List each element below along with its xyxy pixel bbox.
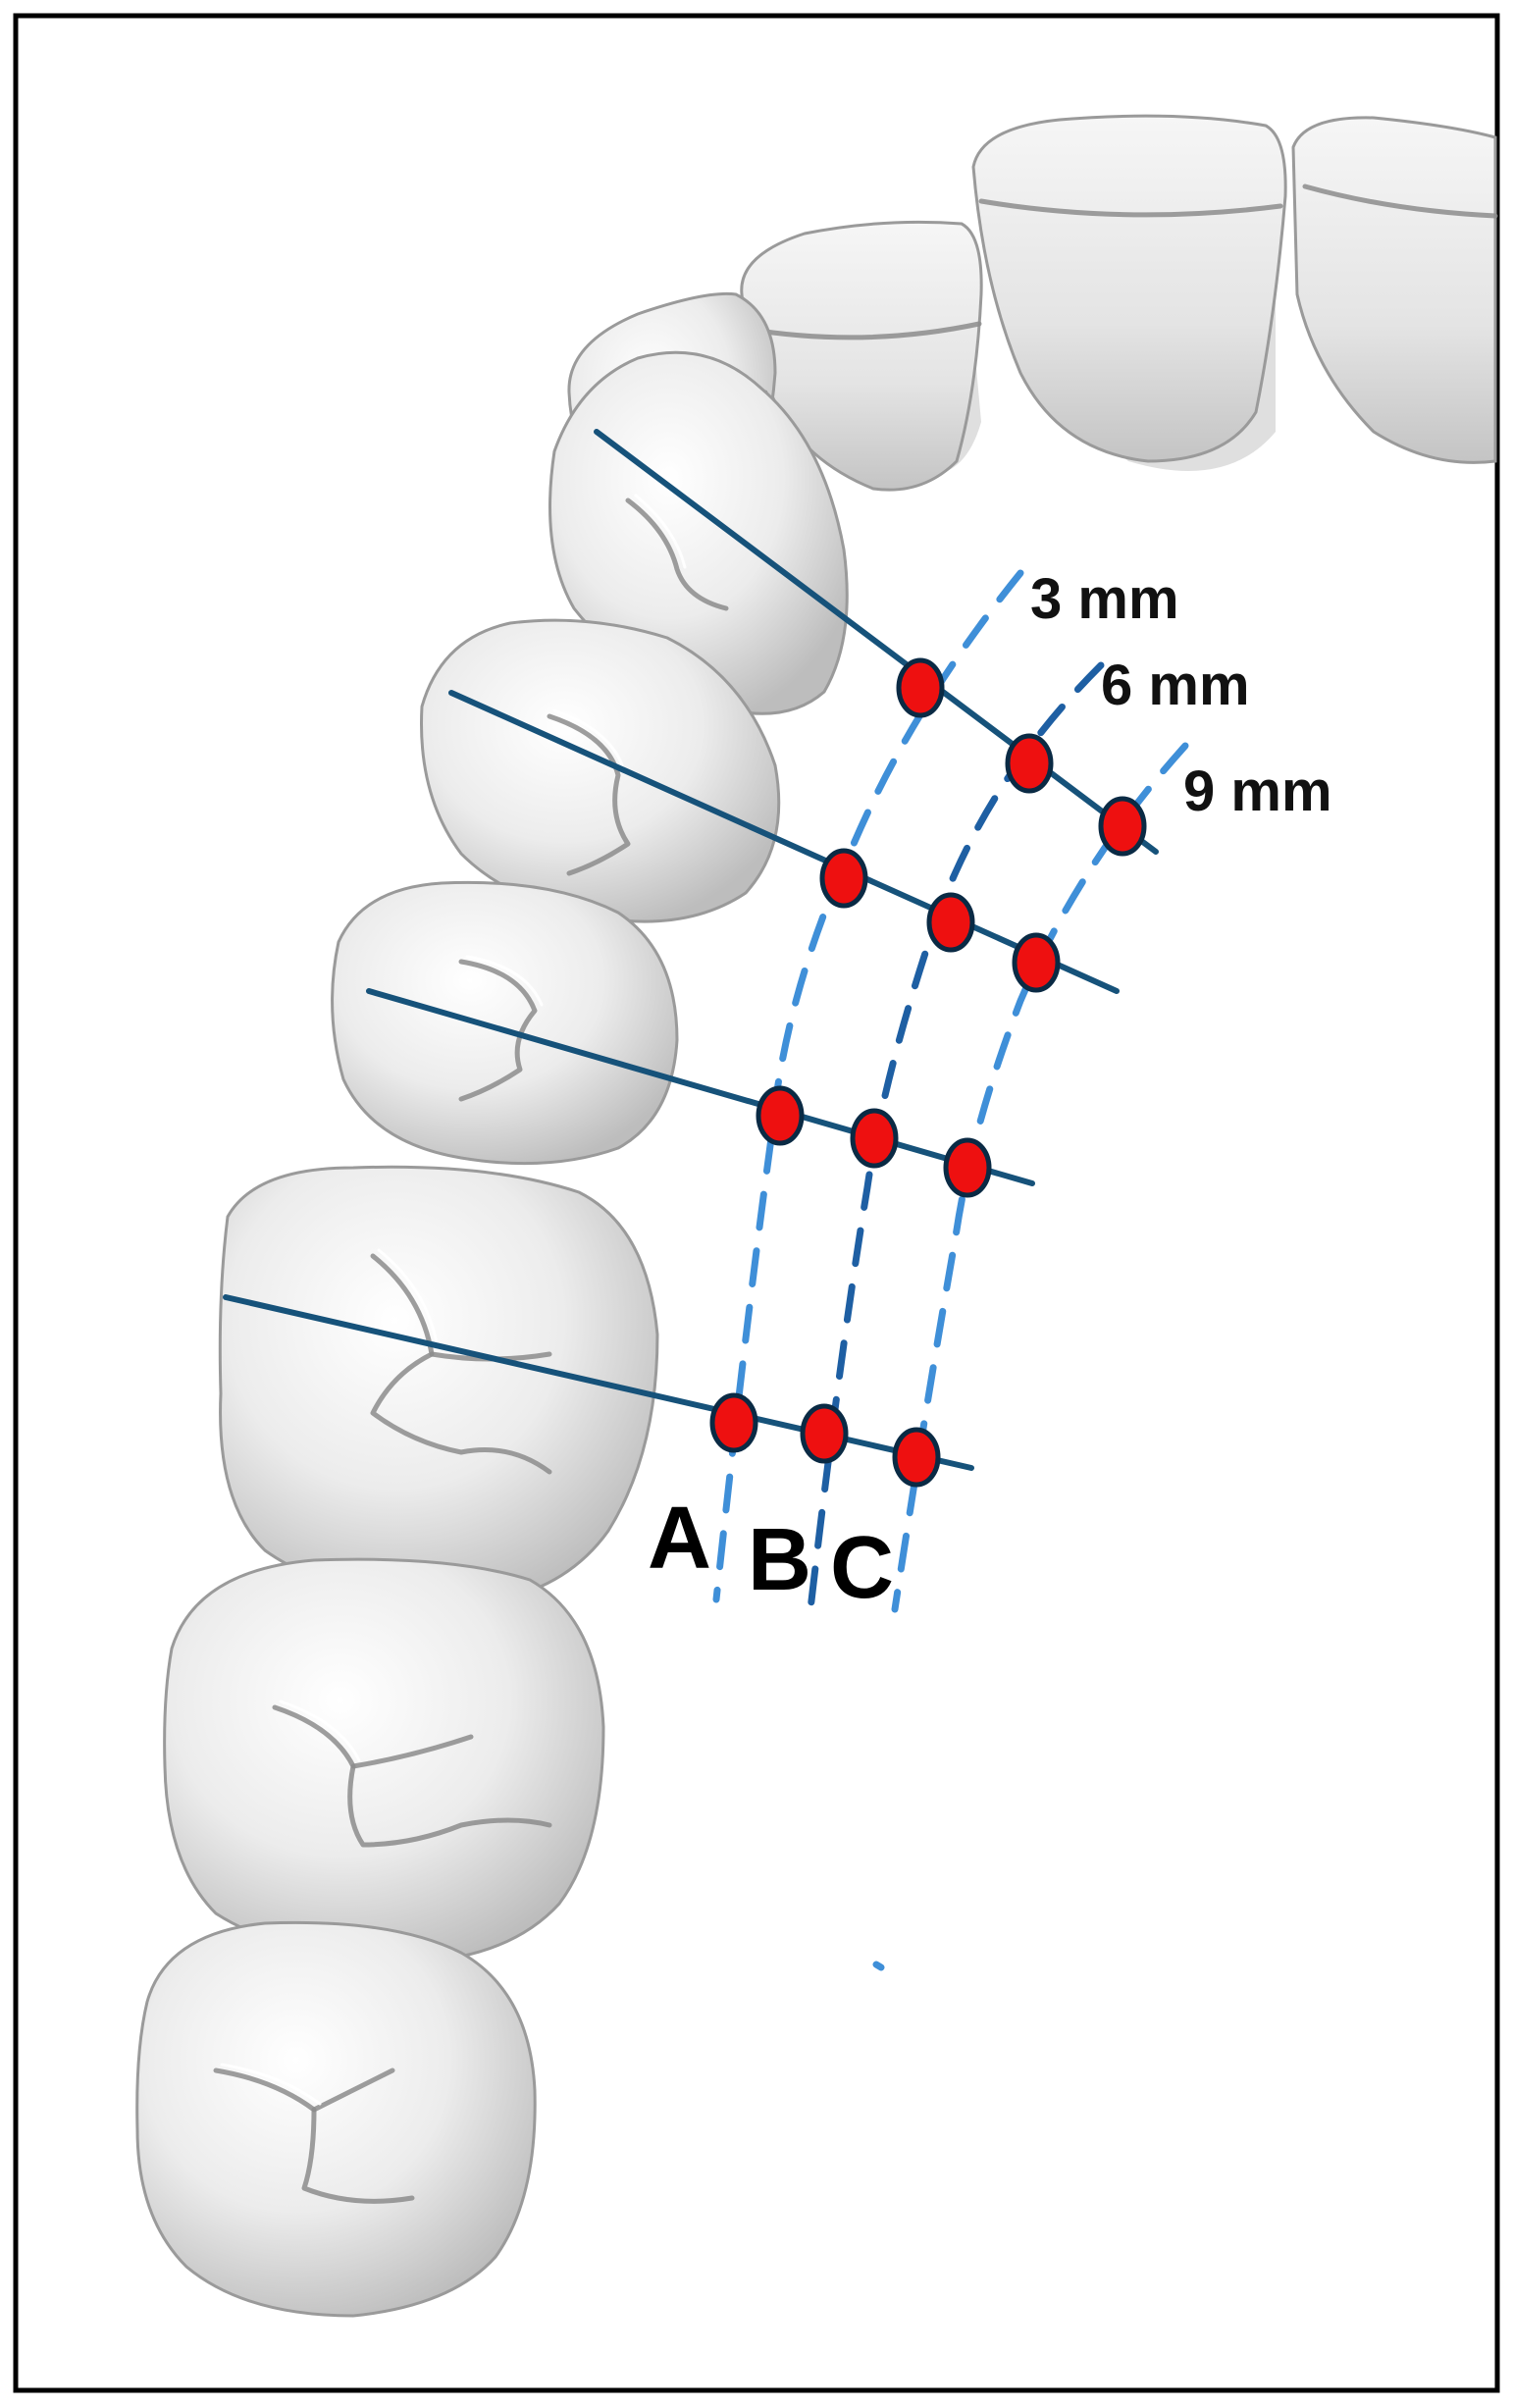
second-molar [163,1557,605,1964]
point-premolar1-6mm [926,892,975,953]
measurement-line-second-premolar [366,988,1035,1186]
point-premolar2-9mm [943,1137,992,1198]
zone-label-a: A [648,1490,711,1588]
third-molar [135,1920,537,2318]
zone-label-b: B [748,1511,811,1609]
point-canine-6mm [1005,733,1054,794]
lateral-incisor [740,220,983,492]
depth-curve-6mm [807,661,1105,1613]
measurement-lines [223,429,1159,1471]
point-molar-3mm [709,1392,758,1453]
point-canine-9mm [1098,796,1147,857]
posterior-teeth [135,350,849,2318]
central-incisor-right [1291,116,1498,464]
depth-label-6mm: 6 mm [1101,654,1250,717]
measurement-line-canine [594,429,1159,855]
premolar-three [331,880,679,1166]
zone-label-c: C [830,1519,894,1617]
central-incisor-left [971,114,1287,471]
depth-label-9mm: 9 mm [1183,759,1332,823]
point-molar-9mm [892,1427,941,1488]
point-premolar2-3mm [756,1085,805,1146]
depth-label-3mm: 3 mm [1030,567,1179,631]
point-canine-3mm [896,657,945,718]
point-molar-6mm [800,1403,849,1464]
first-molar [218,1165,659,1606]
point-premolar1-9mm [1012,932,1061,993]
point-premolar1-3mm [819,848,868,909]
measurement-line-first-premolar [448,690,1120,994]
first-premolar [548,350,849,715]
depth-labels: 3 mm 6 mm 9 mm [1030,567,1332,823]
measurement-points [709,657,1147,1488]
point-premolar2-6mm [850,1108,899,1169]
zone-labels: A B C [648,1490,894,1617]
depth-curve-stub [872,1961,885,1971]
